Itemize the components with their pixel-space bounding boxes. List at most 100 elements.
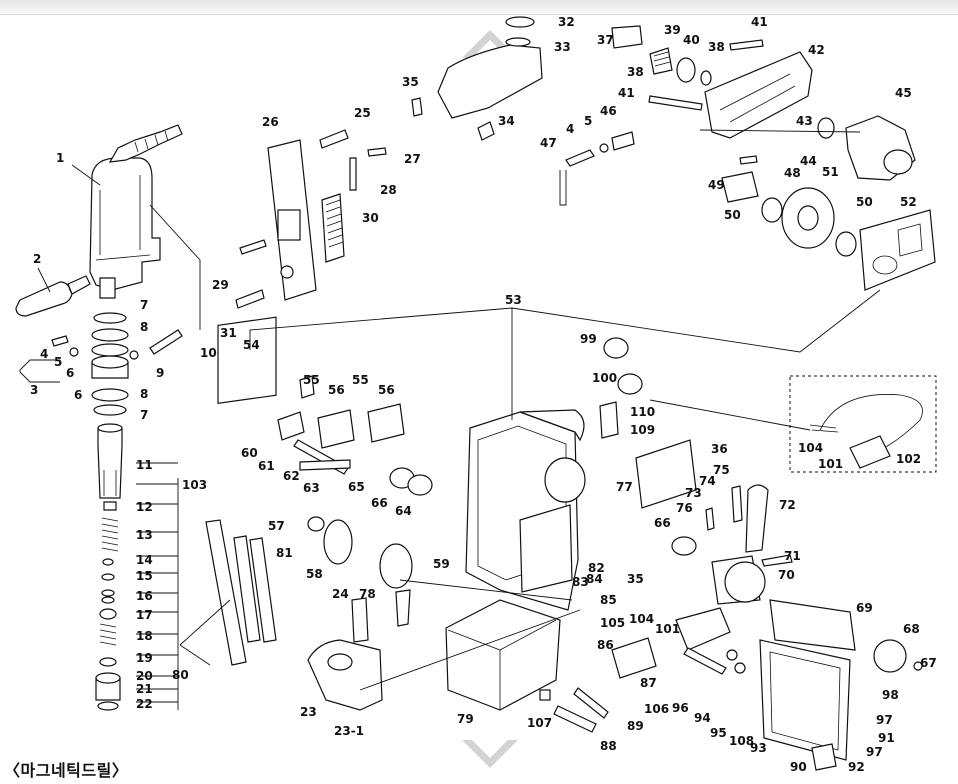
part-label: 66 (371, 496, 388, 510)
gear-train (721, 155, 936, 291)
power-cord-inset (789, 375, 937, 473)
part-label: 67 (920, 656, 937, 670)
part-label: 57 (268, 519, 285, 533)
part-label: 54 (243, 338, 260, 352)
part-label: 97 (876, 713, 893, 727)
inner-parts-53 (205, 316, 433, 666)
part-label: 79 (457, 712, 474, 726)
part-label: 84 (586, 572, 603, 586)
part-label: 34 (498, 114, 515, 128)
part-label: 96 (672, 701, 689, 715)
part-label: 1 (56, 151, 64, 165)
part-label: 101 (818, 457, 843, 471)
part-label: 110 (630, 405, 655, 419)
part-label: 52 (900, 195, 917, 209)
part-label: 41 (618, 86, 635, 100)
part-label: 20 (136, 669, 153, 683)
part-label: 77 (616, 480, 633, 494)
part-label: 2 (33, 252, 41, 266)
part-label: 89 (627, 719, 644, 733)
part-label: 21 (136, 682, 153, 696)
part-label: 83 (572, 575, 589, 589)
part-label: 31 (220, 326, 237, 340)
main-frame (465, 409, 586, 611)
part-label: 104 (629, 612, 654, 626)
part-label: 16 (136, 589, 153, 603)
part-label: 91 (878, 731, 895, 745)
part-label: 5 (54, 355, 62, 369)
part-label: 47 (540, 136, 557, 150)
part-label: 80 (172, 668, 189, 682)
part-label: 88 (600, 739, 617, 753)
part-label: 63 (303, 481, 320, 495)
part-label: 3 (30, 383, 38, 397)
part-label: 7 (140, 408, 148, 422)
part-label: 102 (896, 452, 921, 466)
part-label: 60 (241, 446, 258, 460)
part-label: 39 (664, 23, 681, 37)
part-label: 37 (597, 33, 614, 47)
part-label: 18 (136, 629, 153, 643)
leader-lines (19, 129, 881, 710)
part-label: 42 (808, 43, 825, 57)
scroll-down-chevron-icon[interactable] (462, 740, 518, 768)
part-label: 46 (600, 104, 617, 118)
small-fasteners-left (51, 329, 183, 360)
part-label: 8 (140, 320, 148, 334)
part-label: 62 (283, 469, 300, 483)
part-labels: 1 2 3 4 5 6 6 7 8 8 7 9 10 11 12 13 14 1… (30, 15, 937, 774)
part-label: 28 (380, 183, 397, 197)
part-label: 64 (395, 504, 412, 518)
part-label: 23 (300, 705, 317, 719)
part-label: 105 (600, 616, 625, 630)
part-label: 71 (784, 549, 801, 563)
part-label: 49 (708, 178, 725, 192)
part-label: 17 (136, 608, 153, 622)
part-label: 104 (798, 441, 823, 455)
part-label: 73 (685, 486, 702, 500)
part-label: 23-1 (334, 724, 364, 738)
part-label: 81 (276, 546, 293, 560)
part-label: 22 (136, 697, 153, 711)
part-label: 97 (866, 745, 883, 759)
part-label: 50 (724, 208, 741, 222)
part-label: 66 (654, 516, 671, 530)
part-label: 4 (40, 347, 48, 361)
part-label: 8 (140, 387, 148, 401)
part-label: 56 (378, 383, 395, 397)
part-label: 27 (404, 152, 421, 166)
part-label: 43 (796, 114, 813, 128)
lever-47 (559, 131, 635, 206)
part-label: 38 (627, 65, 644, 79)
part-label: 32 (558, 15, 575, 29)
handle-grip (15, 275, 91, 317)
part-label: 25 (354, 106, 371, 120)
part-label: 24 (332, 587, 349, 601)
part-label: 19 (136, 651, 153, 665)
part-label: 41 (751, 15, 768, 29)
part-label: 5 (584, 114, 592, 128)
part-label: 33 (554, 40, 571, 54)
part-label: 58 (306, 567, 323, 581)
part-label: 94 (694, 711, 711, 725)
part-label: 38 (708, 40, 725, 54)
part-label: 29 (212, 278, 229, 292)
part-label: 15 (136, 569, 153, 583)
part-label: 61 (258, 459, 275, 473)
drill-motor-unit (89, 124, 183, 299)
column-23 (307, 597, 383, 711)
part-label: 56 (328, 383, 345, 397)
part-label: 13 (136, 528, 153, 542)
part-label: 14 (136, 553, 153, 567)
part-label: 108 (729, 734, 754, 748)
gearbox-housing (611, 25, 813, 139)
part-label: 92 (848, 760, 865, 774)
part-label: 100 (592, 371, 617, 385)
part-label: 98 (882, 688, 899, 702)
part-label: 55 (352, 373, 369, 387)
part-label: 44 (800, 154, 817, 168)
spindle-stack (91, 312, 129, 711)
part-label: 74 (699, 474, 716, 488)
part-label: 93 (750, 741, 767, 755)
